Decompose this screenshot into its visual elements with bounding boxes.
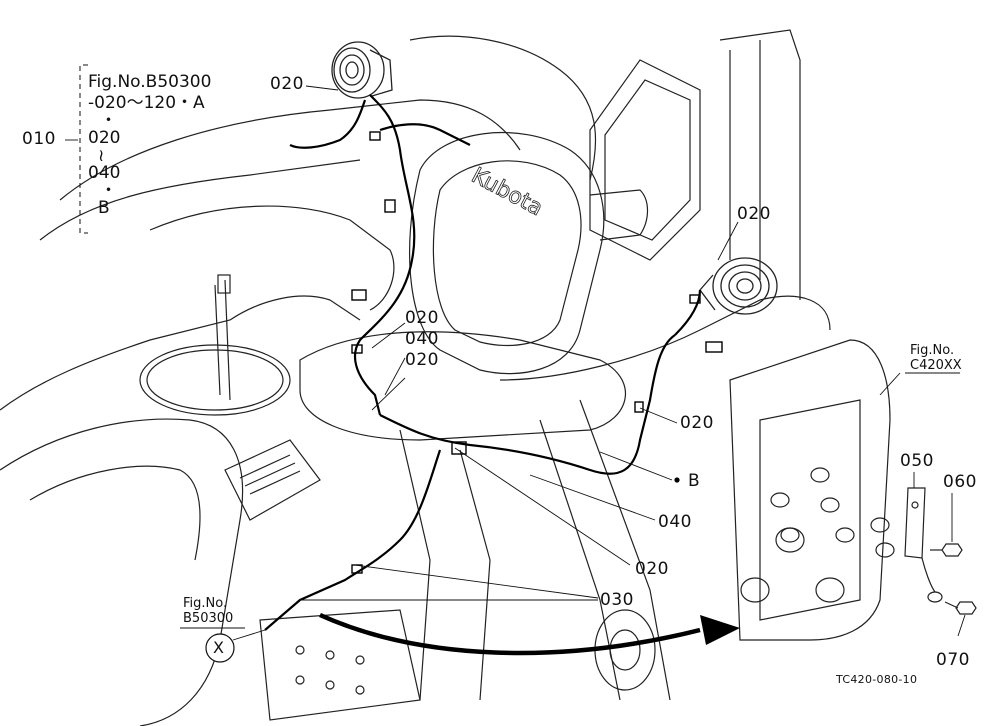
part-020-c-label: 020 <box>680 413 714 433</box>
callout-bracket-note: Fig.No.B50300 -020〜120・A ・ 020 ≀ 040 ・ B <box>88 72 211 219</box>
bracket-dot-1: ・ <box>100 111 117 131</box>
part-010-label: 010 <box>22 129 56 149</box>
steering-wheel <box>139 344 291 416</box>
bracket-tilde: ≀ <box>98 146 105 166</box>
work-lamp-left <box>331 41 393 99</box>
bolt-060 <box>930 543 963 557</box>
chassis-right <box>499 295 831 381</box>
seat-brand: Kubota <box>467 163 547 221</box>
circle-x-leader <box>232 629 266 641</box>
step-plate <box>259 609 421 721</box>
bracket-050 <box>904 487 926 559</box>
seat-back <box>409 132 605 375</box>
part-060-label: 060 <box>943 472 977 492</box>
seat-cushion <box>299 331 627 441</box>
bolt-070 <box>944 601 977 615</box>
bracket-dot-2: ・ <box>100 181 117 201</box>
connectors <box>351 131 723 574</box>
axle-flange-inner <box>609 629 641 671</box>
circle-x-letter: X <box>213 638 225 657</box>
part-030-label: 030 <box>600 590 634 610</box>
dashboard-lower <box>39 159 361 241</box>
transfer-arrow <box>319 612 701 656</box>
rops-panel <box>589 59 701 261</box>
ref-right-line-1: Fig.No. <box>910 343 955 358</box>
circle-x-outline <box>205 633 235 663</box>
steering-column <box>214 279 231 401</box>
transfer-arrow-head <box>700 615 740 645</box>
leader-dot-b <box>674 477 680 483</box>
dashboard <box>59 99 521 201</box>
part-040-a-label: 040 <box>405 329 439 349</box>
left-fender-top <box>149 205 395 311</box>
bracket-line-3: 020 <box>88 128 121 148</box>
control-panel <box>224 439 321 521</box>
part-020-a-label: 020 <box>405 308 439 328</box>
steering-knob <box>217 274 231 294</box>
ref-right-fig: Fig.No. C420XX <box>910 343 962 373</box>
chassis-left <box>399 429 491 701</box>
part-020-top-label: 020 <box>270 74 304 94</box>
bracket-hole <box>911 501 919 509</box>
bracket-line-1: Fig.No.B50300 <box>88 72 212 92</box>
part-040-b-label: 040 <box>658 512 692 532</box>
ref-left-line-1: Fig.No. <box>183 596 228 611</box>
part-070-label: 070 <box>936 650 970 670</box>
part-b-label: B <box>688 471 701 491</box>
seat-back-inner <box>432 160 582 347</box>
part-050-label: 050 <box>900 451 934 471</box>
bracket-line-2: -020〜120・A <box>88 93 205 113</box>
leader-lines <box>65 85 966 637</box>
fender-left-inner <box>29 465 201 561</box>
rear-fender-upper <box>409 35 597 181</box>
bolt-holes <box>740 467 895 603</box>
part-020-d-label: 020 <box>635 559 669 579</box>
rops-frame <box>719 29 801 300</box>
ref-right-line-2: C420XX <box>910 358 962 373</box>
rear-axle <box>539 399 671 701</box>
part-020-b-label: 020 <box>405 350 439 370</box>
transmission-housing <box>729 339 891 641</box>
callout-bracket <box>79 64 88 234</box>
transmission-face <box>759 399 861 621</box>
work-lamp-right <box>699 257 778 315</box>
seat-handle <box>589 189 649 241</box>
hood-outline <box>0 295 361 411</box>
ref-left-line-2: B50300 <box>183 611 234 626</box>
drawing-code: TC420-080-10 <box>836 673 918 686</box>
fender-left <box>0 418 244 726</box>
step-holes <box>295 645 365 695</box>
bracket-line-5: B <box>98 198 110 218</box>
washer <box>927 591 943 603</box>
part-020-right-lamp-label: 020 <box>737 204 771 224</box>
ref-left-fig: Fig.No. B50300 <box>183 596 233 626</box>
wiring-harness <box>264 94 702 631</box>
steering-wheel-inner <box>146 349 284 411</box>
bracket-line-4: 040 <box>88 163 121 183</box>
control-panel-stripes <box>239 454 301 495</box>
rops-panel-inner <box>604 79 691 241</box>
ground-wire <box>921 557 936 593</box>
